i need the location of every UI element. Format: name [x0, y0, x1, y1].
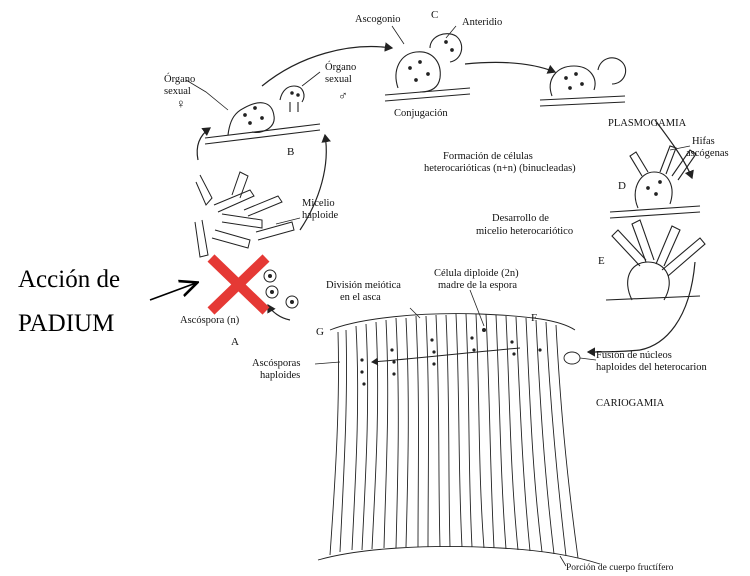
label-formacion-1: Formación de células [443, 151, 533, 163]
stage-b-organs [205, 86, 320, 144]
red-cross-icon [211, 258, 266, 311]
label-celula-2: madre de la espora [438, 280, 517, 292]
arrow-c-to-plasmogamia [465, 62, 555, 72]
arrow-g-to-a [268, 305, 290, 320]
male-symbol-icon: ♂ [338, 90, 348, 102]
cycle-arrows [197, 47, 695, 352]
label-formacion-2: heterocarióticas (n+n) (binucleadas) [424, 163, 576, 175]
label-organo-masculino-1: Órgano [325, 62, 356, 74]
stage-letter-c: C [431, 9, 438, 21]
label-fusion-2: haploides del heterocarion [596, 362, 707, 374]
label-ascosporas-1: Ascósporas [252, 358, 300, 370]
padium-arrow [150, 283, 196, 300]
label-celula-1: Célula diploide (2n) [434, 268, 519, 280]
female-symbol-icon: ♀ [176, 98, 186, 110]
label-hifas-2: ascógenas [686, 148, 729, 160]
label-anteridio: Anteridio [462, 17, 502, 29]
label-desarrollo-2: micelio heterocariótico [476, 226, 573, 238]
stage-letter-d: D [618, 180, 626, 192]
stage-e-mycelium [606, 220, 705, 300]
label-ascospora: Ascóspora (n) [180, 315, 239, 327]
label-ascogonio: Ascogonio [355, 14, 401, 26]
plasmogamia-drawing [540, 58, 626, 106]
label-micelio-1: Micelio [302, 198, 335, 210]
stage-a-mycelium [195, 172, 294, 257]
stage-letter-b: B [287, 146, 294, 158]
ascospores [264, 270, 298, 308]
label-porcion: Porción de cuerpo fructífero [566, 562, 673, 574]
label-desarrollo-1: Desarrollo de [492, 213, 549, 225]
padium-label-line2: PADIUM [18, 310, 114, 338]
label-organo-femenino-1: Órgano [164, 74, 195, 86]
label-ascosporas-2: haploides [260, 370, 300, 382]
label-division-1: División meiótica [326, 280, 401, 292]
fruiting-body [318, 314, 600, 564]
stage-c-conjugation [385, 34, 470, 101]
label-fusion-1: Fusión de núcleos [596, 350, 672, 362]
label-cariogamia: CARIOGAMIA [596, 398, 664, 410]
label-micelio-2: haploide [302, 210, 338, 222]
label-conjugacion: Conjugación [394, 108, 448, 120]
label-plasmogamia: PLASMOGAMIA [608, 118, 686, 130]
stage-letter-a: A [231, 336, 239, 348]
stage-letter-f: F [531, 312, 537, 324]
label-division-2: en el asca [340, 292, 381, 304]
leader-lines [186, 26, 690, 566]
label-hifas-1: Hifas [692, 136, 715, 148]
padium-label-line1: Acción de [18, 266, 120, 294]
stage-letter-g: G [316, 326, 324, 338]
fusion-nucleus-cell [564, 352, 580, 364]
label-organo-masculino-2: sexual [325, 74, 352, 86]
stage-letter-e: E [598, 255, 605, 267]
